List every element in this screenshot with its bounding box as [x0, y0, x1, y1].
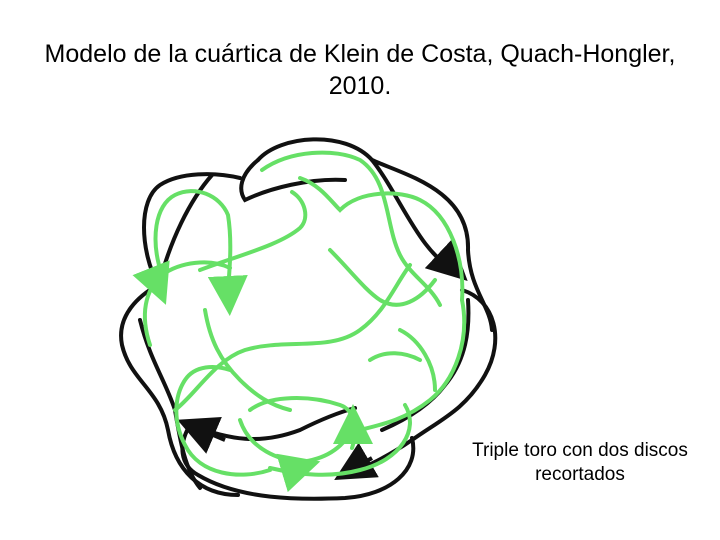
green-loop-11 [328, 248, 437, 307]
black-loop-3 [343, 288, 498, 477]
green-loop-3 [358, 298, 467, 432]
green-loop-7 [142, 260, 232, 347]
green-loop-14 [398, 328, 437, 392]
black-arrows [177, 238, 468, 481]
black-arrow-bottom-left [177, 416, 226, 454]
diagram-caption: Triple toro con dos discos recortados [472, 440, 688, 485]
green-loop-13 [203, 308, 292, 412]
green-arrows [132, 260, 373, 493]
green-loop-4 [268, 403, 412, 477]
green-loop-10 [198, 190, 308, 272]
green-arrow-bottom [276, 453, 321, 493]
black-arrow-right [424, 238, 468, 281]
black-loop-9 [239, 158, 347, 203]
green-loop-8 [153, 189, 233, 292]
green-loop-6 [174, 365, 272, 477]
green-loop-12 [238, 418, 354, 465]
green-loop-2 [298, 176, 465, 302]
green-arrow-inner-left [207, 275, 248, 316]
slide-title: Modelo de la cuártica de Klein de Costa,… [44, 40, 676, 100]
green-loop-5 [248, 396, 357, 450]
green-loop-15 [368, 351, 422, 362]
green-loop-9 [173, 263, 412, 412]
black-loop-7 [142, 172, 242, 287]
black-arrow-bottom [334, 442, 379, 481]
green-arrow-left [132, 260, 170, 305]
